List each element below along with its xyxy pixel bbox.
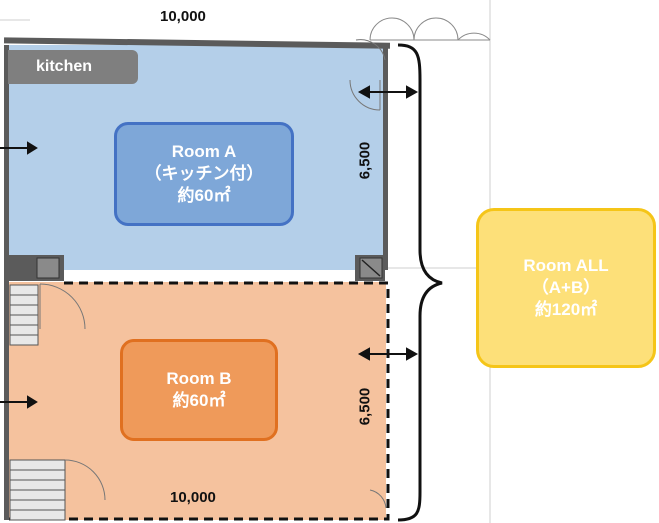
dimension-top-width: 10,000 [160, 8, 206, 25]
room-a-area: 約60㎡ [177, 186, 231, 205]
room-b-area: 約60㎡ [172, 391, 226, 410]
room-all-note: （A+B） [531, 278, 601, 297]
entry-arrows [0, 141, 38, 409]
door-arcs-top [369, 17, 491, 41]
dimension-bottom-width: 10,000 [170, 489, 216, 506]
kitchen-tag: kitchen [8, 50, 138, 84]
column-mark [361, 259, 381, 277]
room-a-label-box: Room A （キッチン付） 約60㎡ [114, 122, 294, 226]
room-all-name: Room ALL [523, 256, 609, 275]
room-all-area: 約120㎡ [534, 300, 598, 319]
door-arcs [39, 39, 387, 509]
opening-arrows [357, 85, 419, 361]
room-all-brace [397, 43, 443, 522]
room-a-note: （キッチン付） [144, 164, 264, 183]
dimension-room-a-depth: 6,500 [356, 141, 374, 180]
room-b-outline [8, 281, 390, 521]
room-a-name: Room A [171, 142, 237, 161]
dimension-room-b-depth: 6,500 [356, 387, 374, 426]
room-b-name: Room B [166, 369, 232, 388]
room-all-label-box: Room ALL （A+B） 約120㎡ [476, 208, 656, 368]
column [36, 257, 60, 279]
room-b-label-box: Room B 約60㎡ [120, 339, 278, 441]
left-stairs [9, 284, 66, 521]
